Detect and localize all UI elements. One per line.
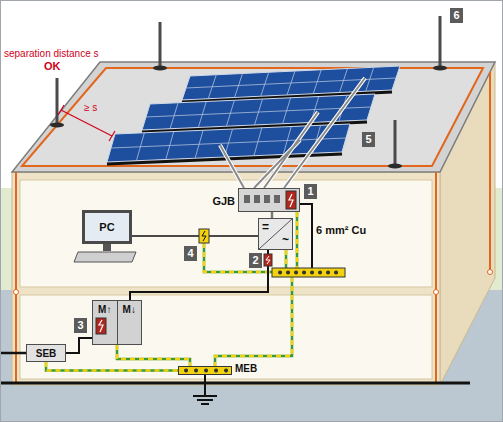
dimension-note: separation distance s bbox=[4, 48, 99, 60]
earth-symbol bbox=[193, 396, 217, 404]
air-terminal bbox=[394, 120, 397, 166]
data-cable bbox=[132, 235, 258, 237]
service-entrance-box: SEB bbox=[26, 344, 66, 362]
callout-number: 5 bbox=[362, 132, 375, 147]
dimension-tick bbox=[58, 105, 64, 115]
front-wall bbox=[12, 172, 440, 385]
terminal bbox=[264, 195, 270, 203]
terminal bbox=[244, 195, 250, 203]
terminal bbox=[254, 195, 260, 203]
test-joint bbox=[488, 270, 493, 275]
connector-group bbox=[132, 236, 258, 237]
lightning-glyph bbox=[99, 320, 103, 332]
pv-cable-casing bbox=[220, 78, 365, 188]
supply-cable bbox=[66, 338, 92, 353]
lightning-glyph bbox=[289, 194, 293, 207]
down-conductor bbox=[435, 172, 437, 383]
earth-conductor-stripe bbox=[117, 212, 297, 366]
down-conductor bbox=[15, 172, 17, 383]
lightning-glyph bbox=[202, 231, 206, 241]
keyboard bbox=[74, 252, 136, 262]
connector-group bbox=[66, 338, 92, 353]
callout-number: 1 bbox=[304, 184, 317, 199]
copper-conductor bbox=[300, 204, 312, 268]
air-terminal bbox=[56, 78, 59, 125]
node-text: PC bbox=[99, 221, 114, 233]
equipotential-bar bbox=[272, 268, 345, 277]
supply-cable bbox=[1, 352, 26, 355]
inverter-diagonal bbox=[259, 219, 292, 249]
bar-terminals bbox=[280, 271, 336, 275]
terminal bbox=[274, 195, 280, 203]
surge-arrester bbox=[286, 191, 296, 209]
earth-conductor bbox=[46, 362, 178, 371]
air-terminal-base bbox=[50, 123, 64, 128]
ac-cable bbox=[130, 250, 268, 300]
monitor-stand bbox=[103, 244, 111, 251]
node-text: MEB bbox=[235, 363, 257, 374]
surge-protector bbox=[199, 229, 209, 243]
air-terminal bbox=[159, 22, 162, 68]
node-text: = bbox=[262, 221, 269, 233]
node-text: GJB bbox=[212, 195, 235, 207]
callout-number: 4 bbox=[184, 246, 197, 261]
surge-arrester bbox=[96, 318, 106, 334]
earth-electrode bbox=[1, 382, 470, 385]
callout-number: 2 bbox=[249, 253, 262, 268]
callout-number: 6 bbox=[450, 8, 463, 23]
test-joint bbox=[14, 290, 19, 295]
air-terminal bbox=[439, 16, 442, 68]
pc-monitor: PC bbox=[82, 210, 132, 244]
earth-lead bbox=[204, 375, 206, 396]
earth-stripe bbox=[46, 362, 178, 371]
roof bbox=[12, 62, 495, 172]
bar-terminals bbox=[186, 369, 226, 373]
pv-cable bbox=[220, 78, 365, 188]
dimension-tick bbox=[109, 131, 115, 141]
down-conductor bbox=[489, 72, 491, 272]
test-joint bbox=[434, 290, 439, 295]
lower-room bbox=[20, 295, 432, 379]
callout-number: 3 bbox=[74, 318, 87, 333]
status-note: OK bbox=[44, 60, 61, 73]
connector-group bbox=[130, 250, 268, 300]
earth-conductor bbox=[117, 212, 297, 366]
node-text: SEB bbox=[36, 348, 57, 359]
node-text: M↓ bbox=[117, 301, 142, 344]
separation-dimension bbox=[61, 110, 112, 136]
air-terminal-base bbox=[153, 66, 167, 71]
connector-group bbox=[46, 362, 178, 371]
dimension-label: ≥ s bbox=[84, 102, 97, 114]
air-terminal-base bbox=[388, 164, 402, 169]
node-text: ~ bbox=[282, 234, 289, 246]
conductor-label: 6 mm² Cu bbox=[316, 224, 366, 237]
surge-arrester bbox=[264, 254, 272, 266]
air-terminal-base bbox=[433, 66, 447, 71]
lightning-glyph bbox=[266, 256, 270, 264]
